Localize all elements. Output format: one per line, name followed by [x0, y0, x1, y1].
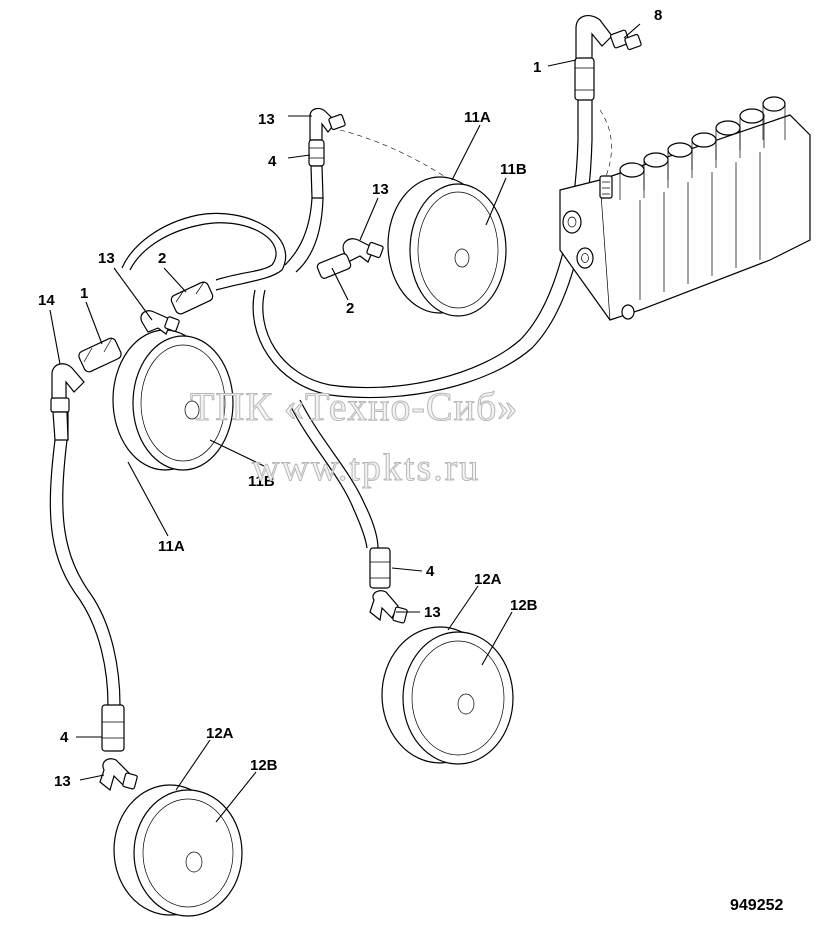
callout-11b-left: 11B [248, 473, 275, 490]
callout-12a-low: 12A [206, 725, 234, 742]
callout-12a-mid: 12A [474, 571, 502, 588]
callout-11a-left: 11A [158, 538, 185, 555]
document-number: 949252 [730, 897, 783, 914]
callout-12b-low: 12B [250, 757, 278, 774]
watermark-company: ТПК «Техно-Сиб» [190, 384, 518, 429]
callout-4-low: 4 [60, 729, 69, 746]
callout-13-upper-wheel: 13 [372, 181, 389, 198]
top-elbow-fitting [574, 14, 642, 101]
callout-11a-top: 11A [464, 109, 491, 126]
callout-4-top: 4 [268, 153, 277, 170]
wheel-motor-lower-left [113, 784, 243, 917]
fitting-13-upper-wheel [316, 238, 384, 279]
fitting-13-lower [99, 704, 138, 792]
valve-spools [619, 96, 786, 300]
wheel-motor-upper-right [387, 176, 507, 317]
callout-13-left: 13 [98, 250, 115, 267]
fitting-13-left [140, 281, 214, 335]
callout-12b-mid: 12B [510, 597, 538, 614]
callout-labels: 8 1 13 11A 4 11B 13 2 13 2 14 1 11B 11A … [38, 7, 662, 790]
callout-11b-top: 11B [500, 161, 527, 178]
callout-1-top: 1 [533, 59, 541, 76]
callout-8: 8 [654, 7, 662, 24]
fitting-13-top [308, 107, 346, 199]
fitting-13-middle [369, 547, 408, 624]
watermark: ТПК «Техно-Сиб» www.tpkts.ru [190, 384, 518, 490]
callout-13-mid: 13 [424, 604, 441, 621]
callout-2-right: 2 [346, 300, 354, 317]
callout-13-top: 13 [258, 111, 275, 128]
leader-lines [49, 23, 641, 823]
control-valve-block [559, 96, 811, 321]
fitting-14 [50, 337, 122, 441]
callout-4-mid: 4 [426, 563, 435, 580]
wheel-motor-middle-right [381, 626, 514, 765]
callout-13-low: 13 [54, 773, 71, 790]
watermark-url: www.tpkts.ru [252, 447, 480, 489]
callout-14: 14 [38, 292, 55, 309]
callout-1-left: 1 [80, 285, 88, 302]
callout-2-left: 2 [158, 250, 166, 267]
wheel-motor-left [112, 329, 234, 471]
